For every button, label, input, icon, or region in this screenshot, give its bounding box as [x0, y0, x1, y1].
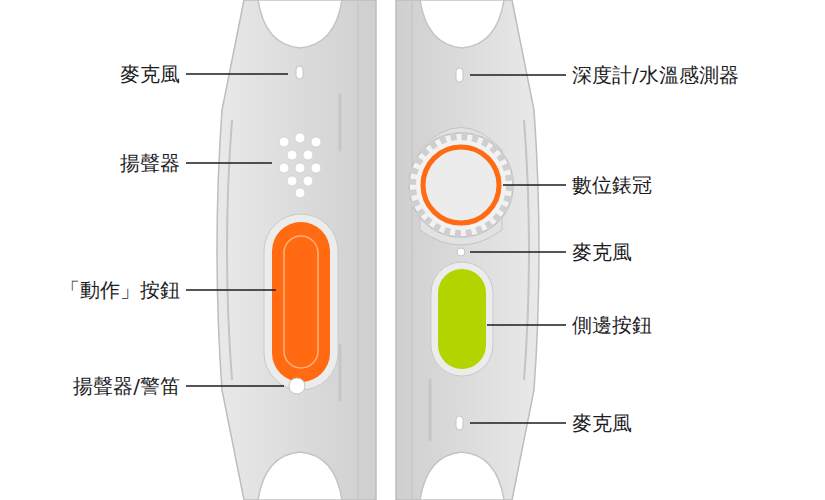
callout-label: 數位錶冠: [570, 173, 654, 197]
callout-label: 麥克風: [570, 240, 634, 264]
left-side-view: [217, 0, 376, 500]
callout-label: 側邊按鈕: [570, 313, 654, 337]
leader-lines: [186, 74, 566, 423]
callout-label: 揚聲器: [118, 151, 182, 175]
callout-label: 揚聲器/警笛: [71, 374, 182, 398]
callout-label: 「動作」按鈕: [58, 278, 182, 302]
callout-label: 麥克風: [570, 411, 634, 435]
callout-label: 麥克風: [118, 62, 182, 86]
callout-label: 深度計/水溫感測器: [570, 63, 741, 87]
